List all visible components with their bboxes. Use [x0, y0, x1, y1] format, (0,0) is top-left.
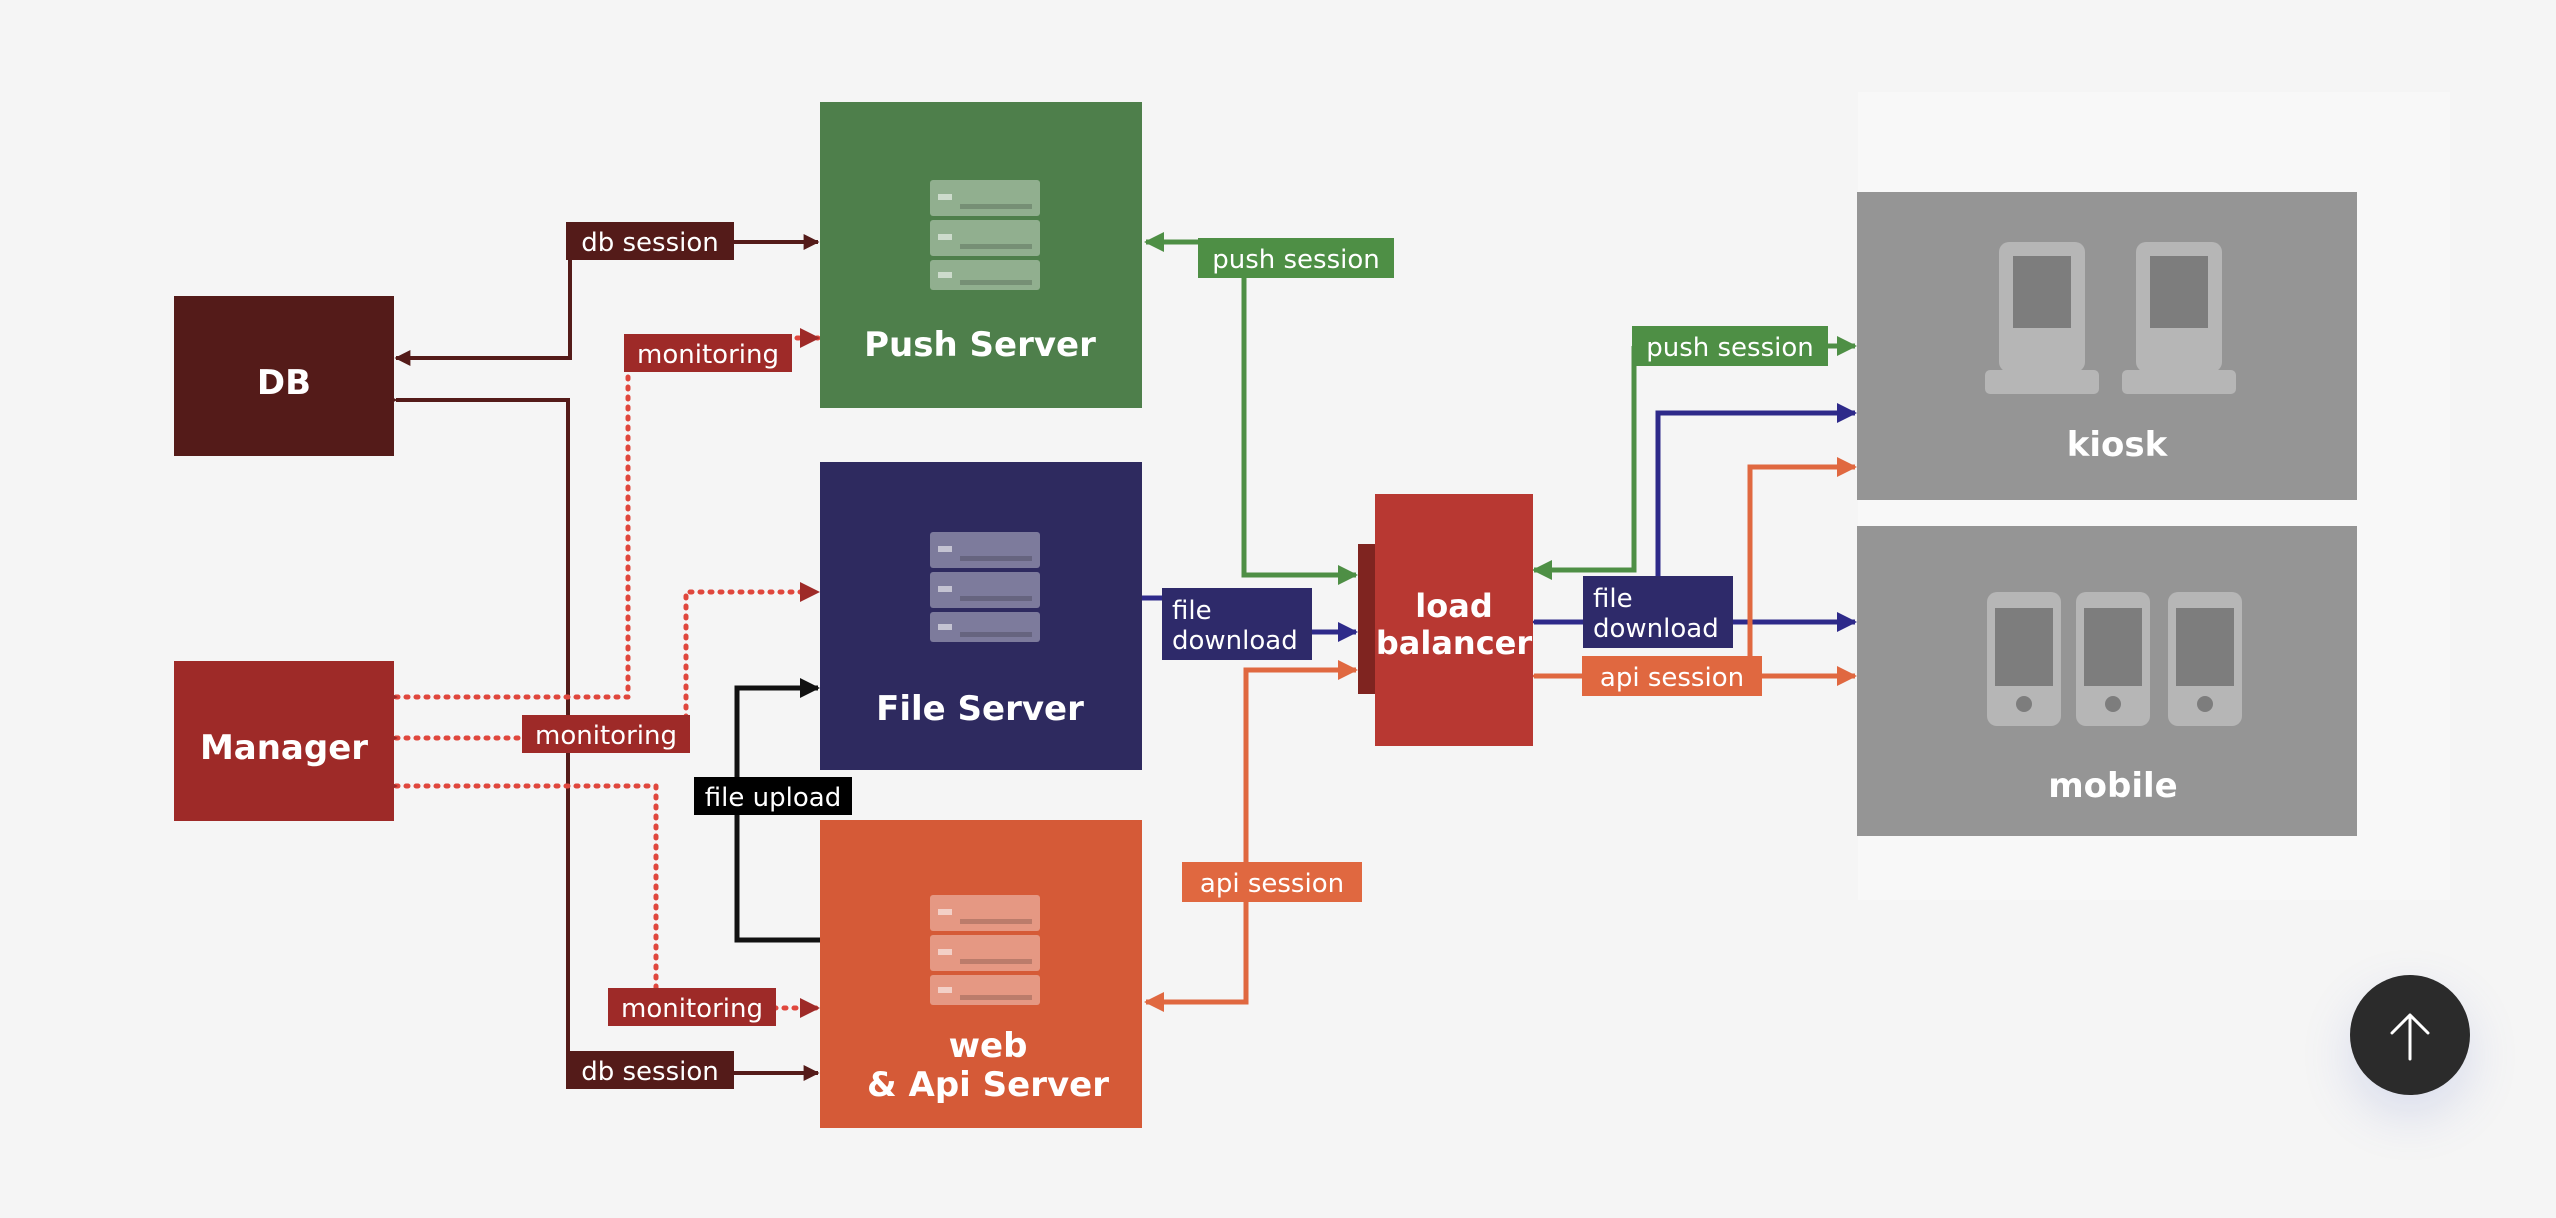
db-session-arrow-to-db — [394, 242, 572, 366]
server-rack-icon — [930, 895, 1040, 1005]
edge-label-text: push session — [1646, 333, 1814, 363]
edge-label-text: api session — [1600, 663, 1744, 693]
edge-label-monitoring-web: monitoring — [608, 988, 776, 1026]
edge-label-file-upload: file upload — [694, 777, 852, 815]
arrow-up-icon — [2390, 1013, 2430, 1061]
push-server-label: Push Server — [864, 325, 1096, 365]
push-session-arrow-from-kiosk-to-lb — [1532, 346, 1637, 580]
api-session-arrow-to-kiosk — [1747, 457, 1857, 678]
monitoring-arrow-to-web — [378, 776, 821, 1018]
node-db: DB — [174, 296, 394, 456]
node-manager: Manager — [174, 661, 394, 821]
node-push-server: Push Server — [820, 102, 1142, 408]
edge-label-file-download-lb: file download — [1162, 588, 1312, 660]
edge-label-monitoring-manager: monitoring — [522, 715, 690, 753]
monitoring-arrow-to-push — [378, 328, 821, 707]
kiosk-label: kiosk — [2067, 425, 2169, 465]
edge-label-text: db session — [581, 1057, 719, 1087]
edge-label-text: db session — [581, 228, 719, 258]
mobile-label: mobile — [2048, 766, 2178, 806]
edge-label-file-download-clients: file download — [1583, 576, 1733, 648]
node-load-balancer: load balancer — [1358, 494, 1533, 746]
load-balancer-label-line2: balancer — [1376, 624, 1533, 662]
edge-label-text: file upload — [705, 783, 841, 813]
web-api-server-label-line1: web — [949, 1026, 1028, 1066]
mobile-phone-icon — [1987, 592, 2242, 726]
edge-label-text: api session — [1200, 869, 1344, 899]
edge-label-db-session-bottom: db session — [566, 1051, 734, 1089]
edge-label-push-session-lb: push session — [1198, 238, 1394, 278]
edge-label-text: monitoring — [637, 340, 779, 370]
edge-label-text: download — [1172, 626, 1298, 656]
edge-label-db-session-top: db session — [566, 222, 734, 260]
edge-label-text: monitoring — [535, 721, 677, 751]
edge-label-api-session-lb: api session — [1182, 862, 1362, 902]
node-file-server: File Server — [820, 462, 1142, 770]
manager-label: Manager — [200, 728, 368, 768]
node-web-api-server: web & Api Server — [820, 820, 1142, 1128]
web-api-server-label-line2: & Api Server — [867, 1065, 1109, 1105]
edge-label-text: push session — [1212, 245, 1380, 275]
edge-label-text: file — [1172, 596, 1212, 626]
load-balancer-label-line1: load — [1415, 587, 1492, 625]
server-rack-icon — [930, 180, 1040, 290]
file-server-label: File Server — [876, 689, 1084, 729]
node-kiosk: kiosk — [1857, 192, 2357, 500]
push-session-arrow-to-lb — [1241, 258, 1358, 585]
edge-label-text: monitoring — [621, 994, 763, 1024]
file-download-arrow-to-kiosk — [1655, 403, 1857, 578]
edge-label-text: download — [1593, 614, 1719, 644]
api-session-arrow-to-web — [1144, 880, 1249, 1012]
edge-label-api-session-clients: api session — [1582, 656, 1762, 696]
edge-label-monitoring-push: monitoring — [624, 334, 792, 372]
db-label: DB — [257, 363, 311, 403]
scroll-to-top-button[interactable] — [2350, 975, 2470, 1095]
monitoring-arrow-to-file — [378, 582, 821, 748]
edge-label-push-session-kiosk: push session — [1632, 326, 1828, 366]
server-rack-icon — [930, 532, 1040, 642]
node-mobile: mobile — [1857, 526, 2357, 836]
api-session-arrow-to-lb — [1243, 660, 1358, 880]
edge-label-text: file — [1593, 584, 1633, 614]
